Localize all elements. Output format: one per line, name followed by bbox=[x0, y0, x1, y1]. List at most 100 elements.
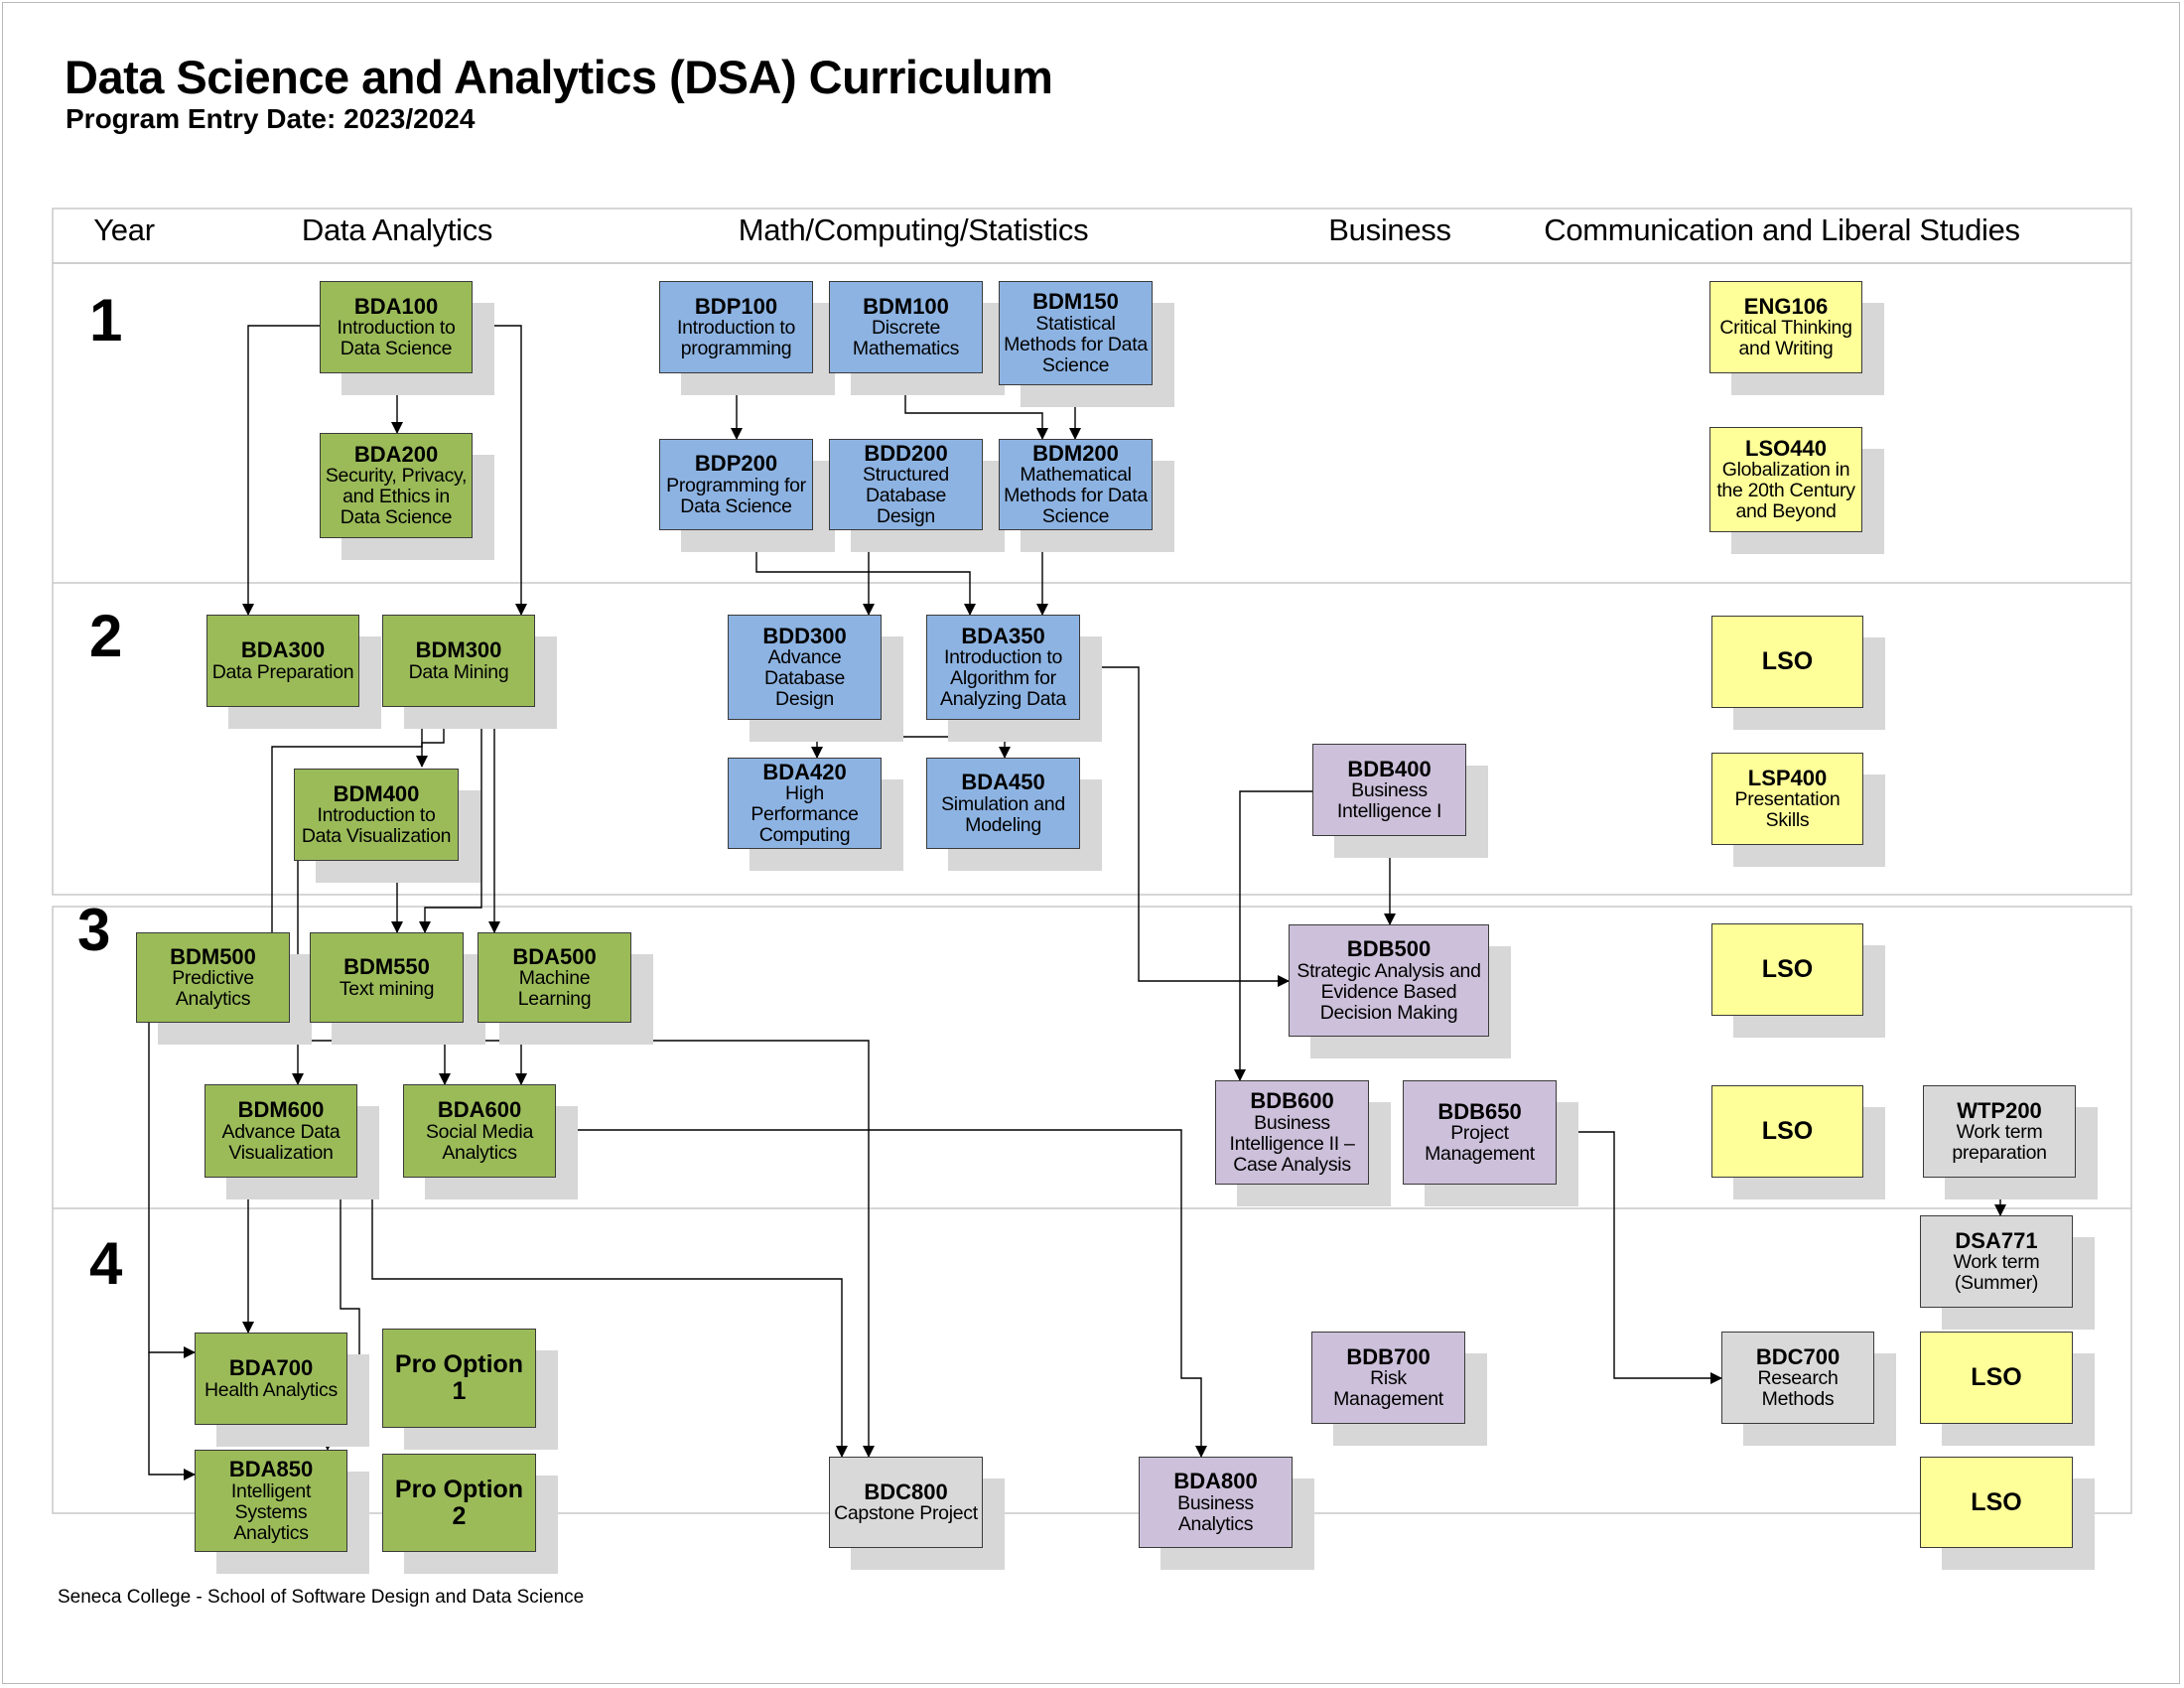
course-title: Discrete Mathematics bbox=[852, 317, 960, 360]
course-lso-year2[interactable]: LSO bbox=[1711, 616, 1863, 708]
course-title: Simulation and Modeling bbox=[941, 792, 1065, 836]
course-bdm200[interactable]: BDM200 Mathematical Methods for Data Sci… bbox=[999, 439, 1153, 530]
course-code: BDA420 bbox=[762, 759, 847, 784]
course-bdm600[interactable]: BDM600 Advance Data Visualization bbox=[205, 1084, 357, 1178]
course-code: BDB700 bbox=[1346, 1343, 1431, 1369]
course-title: High Performance Computing bbox=[751, 782, 859, 847]
course-lso-year3-b[interactable]: LSO bbox=[1711, 1085, 1863, 1178]
arrow-bda100-bda300 bbox=[242, 325, 320, 616]
course-pro-option-2[interactable]: Pro Option 2 bbox=[382, 1454, 536, 1552]
arrow-bdb400-bdb600 bbox=[1234, 790, 1312, 1081]
course-bdc800[interactable]: BDC800 Capstone Project bbox=[829, 1457, 983, 1548]
course-title: Business Analytics bbox=[1177, 1491, 1254, 1535]
course-lsp400[interactable]: LSP400 Presentation Skills bbox=[1711, 753, 1863, 845]
course-code: BDM300 bbox=[415, 637, 502, 663]
course-wtp200[interactable]: WTP200 Work term preparation bbox=[1923, 1085, 2076, 1178]
course-code: BDP200 bbox=[694, 451, 778, 477]
arrow-bda350-bdb500 bbox=[1080, 666, 1290, 987]
course-bdb600[interactable]: BDB600 Business Intelligence II – Case A… bbox=[1215, 1080, 1369, 1185]
course-code: LSO bbox=[1761, 1117, 1814, 1145]
course-bda300[interactable]: BDA300 Data Preparation bbox=[206, 615, 359, 707]
course-code: LSO bbox=[1761, 955, 1814, 983]
course-code: WTP200 bbox=[1957, 1097, 2042, 1123]
course-code: BDP100 bbox=[694, 293, 778, 319]
course-bda700[interactable]: BDA700 Health Analytics bbox=[195, 1333, 347, 1425]
course-bdb700[interactable]: BDB700 Risk Management bbox=[1311, 1332, 1465, 1424]
course-code: BDA450 bbox=[961, 770, 1045, 795]
arrow-bda600-bda800 bbox=[554, 1129, 1207, 1458]
arrow-bda350-bda420 bbox=[811, 713, 984, 759]
course-bdm550[interactable]: BDM550 Text mining bbox=[310, 932, 464, 1023]
course-title: Health Analytics bbox=[205, 1378, 338, 1401]
course-bda200[interactable]: BDA200 Security, Privacy, and Ethics in … bbox=[320, 433, 473, 538]
course-bda600[interactable]: BDA600 Social Media Analytics bbox=[403, 1084, 556, 1178]
course-lso-year4-b[interactable]: LSO bbox=[1920, 1457, 2073, 1548]
course-dsa771[interactable]: DSA771 Work term (Summer) bbox=[1920, 1215, 2073, 1308]
arrow-bdm500-bda850 bbox=[148, 1352, 196, 1480]
course-code: BDM550 bbox=[343, 954, 430, 980]
course-title: Work term preparation bbox=[1952, 1121, 2047, 1165]
course-bdc700[interactable]: BDC700 Research Methods bbox=[1721, 1332, 1874, 1424]
course-code: Pro Option 1 bbox=[394, 1350, 524, 1405]
course-title: Text mining bbox=[339, 977, 435, 1000]
course-bdm300[interactable]: BDM300 Data Mining bbox=[382, 615, 535, 707]
course-title: Advance Data Visualization bbox=[221, 1120, 341, 1164]
arrow-bdm500-bdc800 bbox=[234, 1023, 875, 1458]
course-title: Predictive Analytics bbox=[172, 967, 254, 1011]
course-lso-year3-a[interactable]: LSO bbox=[1711, 923, 1863, 1016]
course-title: Advance Database Design bbox=[763, 646, 846, 711]
course-code: BDA100 bbox=[353, 293, 439, 319]
course-bda420[interactable]: BDA420 High Performance Computing bbox=[728, 758, 882, 849]
course-bdm150[interactable]: BDM150 Statistical Methods for Data Scie… bbox=[999, 281, 1153, 385]
course-bda850[interactable]: BDA850 Intelligent Systems Analytics bbox=[195, 1450, 347, 1552]
course-title: Intelligent Systems Analytics bbox=[230, 1479, 312, 1544]
course-code: BDB400 bbox=[1347, 756, 1432, 781]
course-lso440[interactable]: LSO440 Globalization in the 20th Century… bbox=[1709, 427, 1862, 532]
course-bdp200[interactable]: BDP200 Programming for Data Science bbox=[659, 439, 813, 530]
course-code: LSO bbox=[1971, 1363, 2022, 1391]
course-bda800[interactable]: BDA800 Business Analytics bbox=[1139, 1457, 1293, 1548]
year-label-4: 4 bbox=[89, 1230, 123, 1297]
course-title: Globalization in the 20th Century and Be… bbox=[1716, 459, 1855, 523]
course-code: BDM500 bbox=[170, 943, 256, 969]
column-header-year: Year bbox=[93, 212, 155, 247]
course-bda450[interactable]: BDA450 Simulation and Modeling bbox=[926, 758, 1080, 849]
course-code: DSA771 bbox=[1955, 1227, 2038, 1253]
course-code: BDM100 bbox=[863, 293, 949, 319]
course-code: BDB650 bbox=[1437, 1098, 1522, 1124]
course-title: Mathematical Methods for Data Science bbox=[1004, 464, 1148, 528]
course-bdb650[interactable]: BDB650 Project Management bbox=[1403, 1080, 1557, 1185]
course-code: BDM150 bbox=[1032, 289, 1119, 315]
course-eng106[interactable]: ENG106 Critical Thinking and Writing bbox=[1709, 281, 1862, 373]
course-code: BDA200 bbox=[353, 441, 439, 467]
column-header-math: Math/Computing/Statistics bbox=[738, 212, 1089, 247]
course-bda100[interactable]: BDA100 Introduction to Data Science bbox=[320, 281, 473, 373]
course-title: Data Mining bbox=[408, 660, 509, 683]
course-bda350[interactable]: BDA350 Introduction to Algorithm for Ana… bbox=[926, 615, 1080, 720]
course-title: Work term (Summer) bbox=[1953, 1251, 2040, 1295]
course-bdd200[interactable]: BDD200 Structured Database Design bbox=[829, 439, 983, 530]
course-code: BDA600 bbox=[437, 1097, 522, 1123]
course-title: Data Preparation bbox=[211, 660, 354, 683]
arrow-bdm300-bdm400 bbox=[416, 707, 445, 768]
course-title: Business Intelligence II – Case Analysis bbox=[1229, 1111, 1355, 1176]
course-bdm400[interactable]: BDM400 Introduction to Data Visualizatio… bbox=[294, 769, 459, 861]
course-bdm500[interactable]: BDM500 Predictive Analytics bbox=[136, 932, 290, 1023]
year-label-3: 3 bbox=[77, 897, 111, 963]
course-pro-option-1[interactable]: Pro Option 1 bbox=[382, 1329, 536, 1428]
course-bdm100[interactable]: BDM100 Discrete Mathematics bbox=[829, 281, 983, 373]
course-lso-year4-a[interactable]: LSO bbox=[1920, 1332, 2073, 1424]
course-title: Introduction to Data Science bbox=[337, 317, 456, 360]
course-bda500[interactable]: BDA500 Machine Learning bbox=[478, 932, 631, 1023]
course-title: Statistical Methods for Data Science bbox=[1004, 312, 1148, 376]
course-bdd300[interactable]: BDD300 Advance Database Design bbox=[728, 615, 882, 720]
course-bdb400[interactable]: BDB400 Business Intelligence I bbox=[1312, 744, 1466, 836]
course-bdb500[interactable]: BDB500 Strategic Analysis and Evidence B… bbox=[1289, 924, 1489, 1037]
column-header-communication: Communication and Liberal Studies bbox=[1544, 212, 2020, 247]
course-title: Capstone Project bbox=[834, 1502, 978, 1525]
course-bdp100[interactable]: BDP100 Introduction to programming bbox=[659, 281, 813, 373]
course-code: BDM400 bbox=[333, 780, 420, 806]
